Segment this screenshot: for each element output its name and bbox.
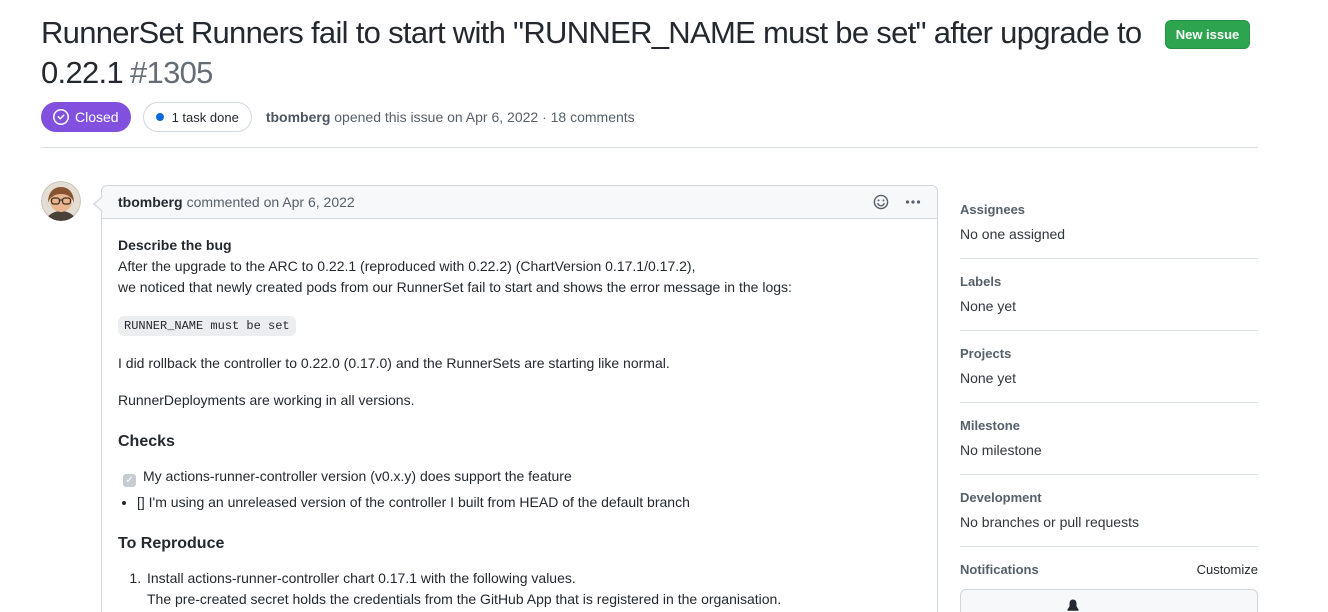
issue-author-link[interactable]: tbomberg [265,109,331,125]
checkbox-checked[interactable]: ✓ [123,474,136,487]
describe-paragraph: Describe the bug After the upgrade to th… [118,235,921,298]
smiley-icon [873,194,889,210]
comment-body: Describe the bug After the upgrade to th… [102,219,937,612]
labels-heading: Labels [960,274,1002,289]
new-issue-button[interactable]: New issue [1165,20,1250,49]
describe-line1: After the upgrade to the ARC to 0.22.1 (… [118,258,696,274]
sidebar-section-projects: Projects None yet [960,331,1258,403]
comment-author-link[interactable]: tbomberg [118,194,183,210]
comment-meta: commented on Apr 6, 2022 [186,194,355,210]
deployments-paragraph: RunnerDeployments are working in all ver… [118,392,415,408]
step-1-line2: The pre-created secret holds the credent… [147,591,782,607]
task-progress-pill: 1 task done [142,102,252,132]
sidebar-section-labels: Labels None yet [960,259,1258,331]
emoji-reaction-button[interactable] [873,194,889,210]
comment-header-actions [873,194,921,210]
reproduce-heading: To Reproduce [118,535,225,552]
development-value: No branches or pull requests [960,514,1139,530]
error-code-paragraph: RUNNER_NAME must be set [118,314,921,337]
labels-value: None yet [960,298,1017,314]
issue-byline-text: opened this issue on Apr 6, 2022 · 18 co… [334,109,635,125]
milestone-value: No milestone [960,442,1042,458]
step-1: Install actions-runner-controller chart … [145,568,921,610]
issue-meta-row: Closed 1 task done tbomberg opened this … [41,102,1258,132]
issue-title-text: RunnerSet Runners fail to start with "RU… [41,15,1142,90]
describe-line2: we noticed that newly created pods from … [118,279,792,295]
step-1-line1: Install actions-runner-controller chart … [147,570,576,586]
notifications-heading: Notifications [960,562,1039,577]
issue-sidebar: Assignees No one assigned Labels None ye… [960,202,1258,612]
task-item-checked: ✓ My actions-runner-controller version (v… [123,466,921,487]
projects-heading: Projects [960,346,1012,361]
reproduce-steps: Install actions-runner-controller chart … [118,568,921,610]
comment-options-button[interactable] [905,194,921,210]
sidebar-section-notifications: Notifications Customize [960,547,1258,612]
error-code: RUNNER_NAME must be set [118,316,296,336]
user-avatar-image [41,181,81,221]
kebab-horizontal-icon [905,200,921,204]
status-badge: Closed [41,102,131,132]
task-list: ✓ My actions-runner-controller version (v… [118,466,921,513]
describe-heading: Describe the bug [118,237,232,253]
issue-byline: tbomberg opened this issue on Apr 6, 202… [266,109,635,125]
status-label: Closed [75,109,119,125]
issue-closed-icon [53,109,69,125]
issue-number: #1305 [130,55,213,90]
issue-title: RunnerSet Runners fail to start with "RU… [41,13,1161,93]
checks-heading: Checks [118,433,175,450]
projects-value: None yet [960,370,1017,386]
rollback-paragraph: I did rollback the controller to 0.22.0 … [118,355,670,371]
issue-page: RunnerSet Runners fail to start with "RU… [41,0,1258,612]
customize-link[interactable]: Customize [1196,562,1258,577]
assignees-heading: Assignees [960,202,1026,217]
bell-icon [1067,599,1079,612]
task-item-bullet: [] I'm using an unreleased version of th… [137,492,921,513]
assignees-value: No one assigned [960,226,1066,242]
task-donut-icon [155,113,164,121]
sidebar-section-milestone: Milestone No milestone [960,403,1258,475]
subscribe-button[interactable] [960,589,1258,612]
sidebar-section-assignees: Assignees No one assigned [960,202,1258,259]
task-pill-label: 1 task done [171,109,239,125]
avatar[interactable] [41,181,81,221]
development-heading: Development [960,490,1042,505]
sidebar-section-development: Development No branches or pull requests [960,475,1258,547]
task-item-checked-label: My actions-runner-controller version (v0… [143,468,572,484]
header-divider [41,147,1258,148]
milestone-heading: Milestone [960,418,1020,433]
